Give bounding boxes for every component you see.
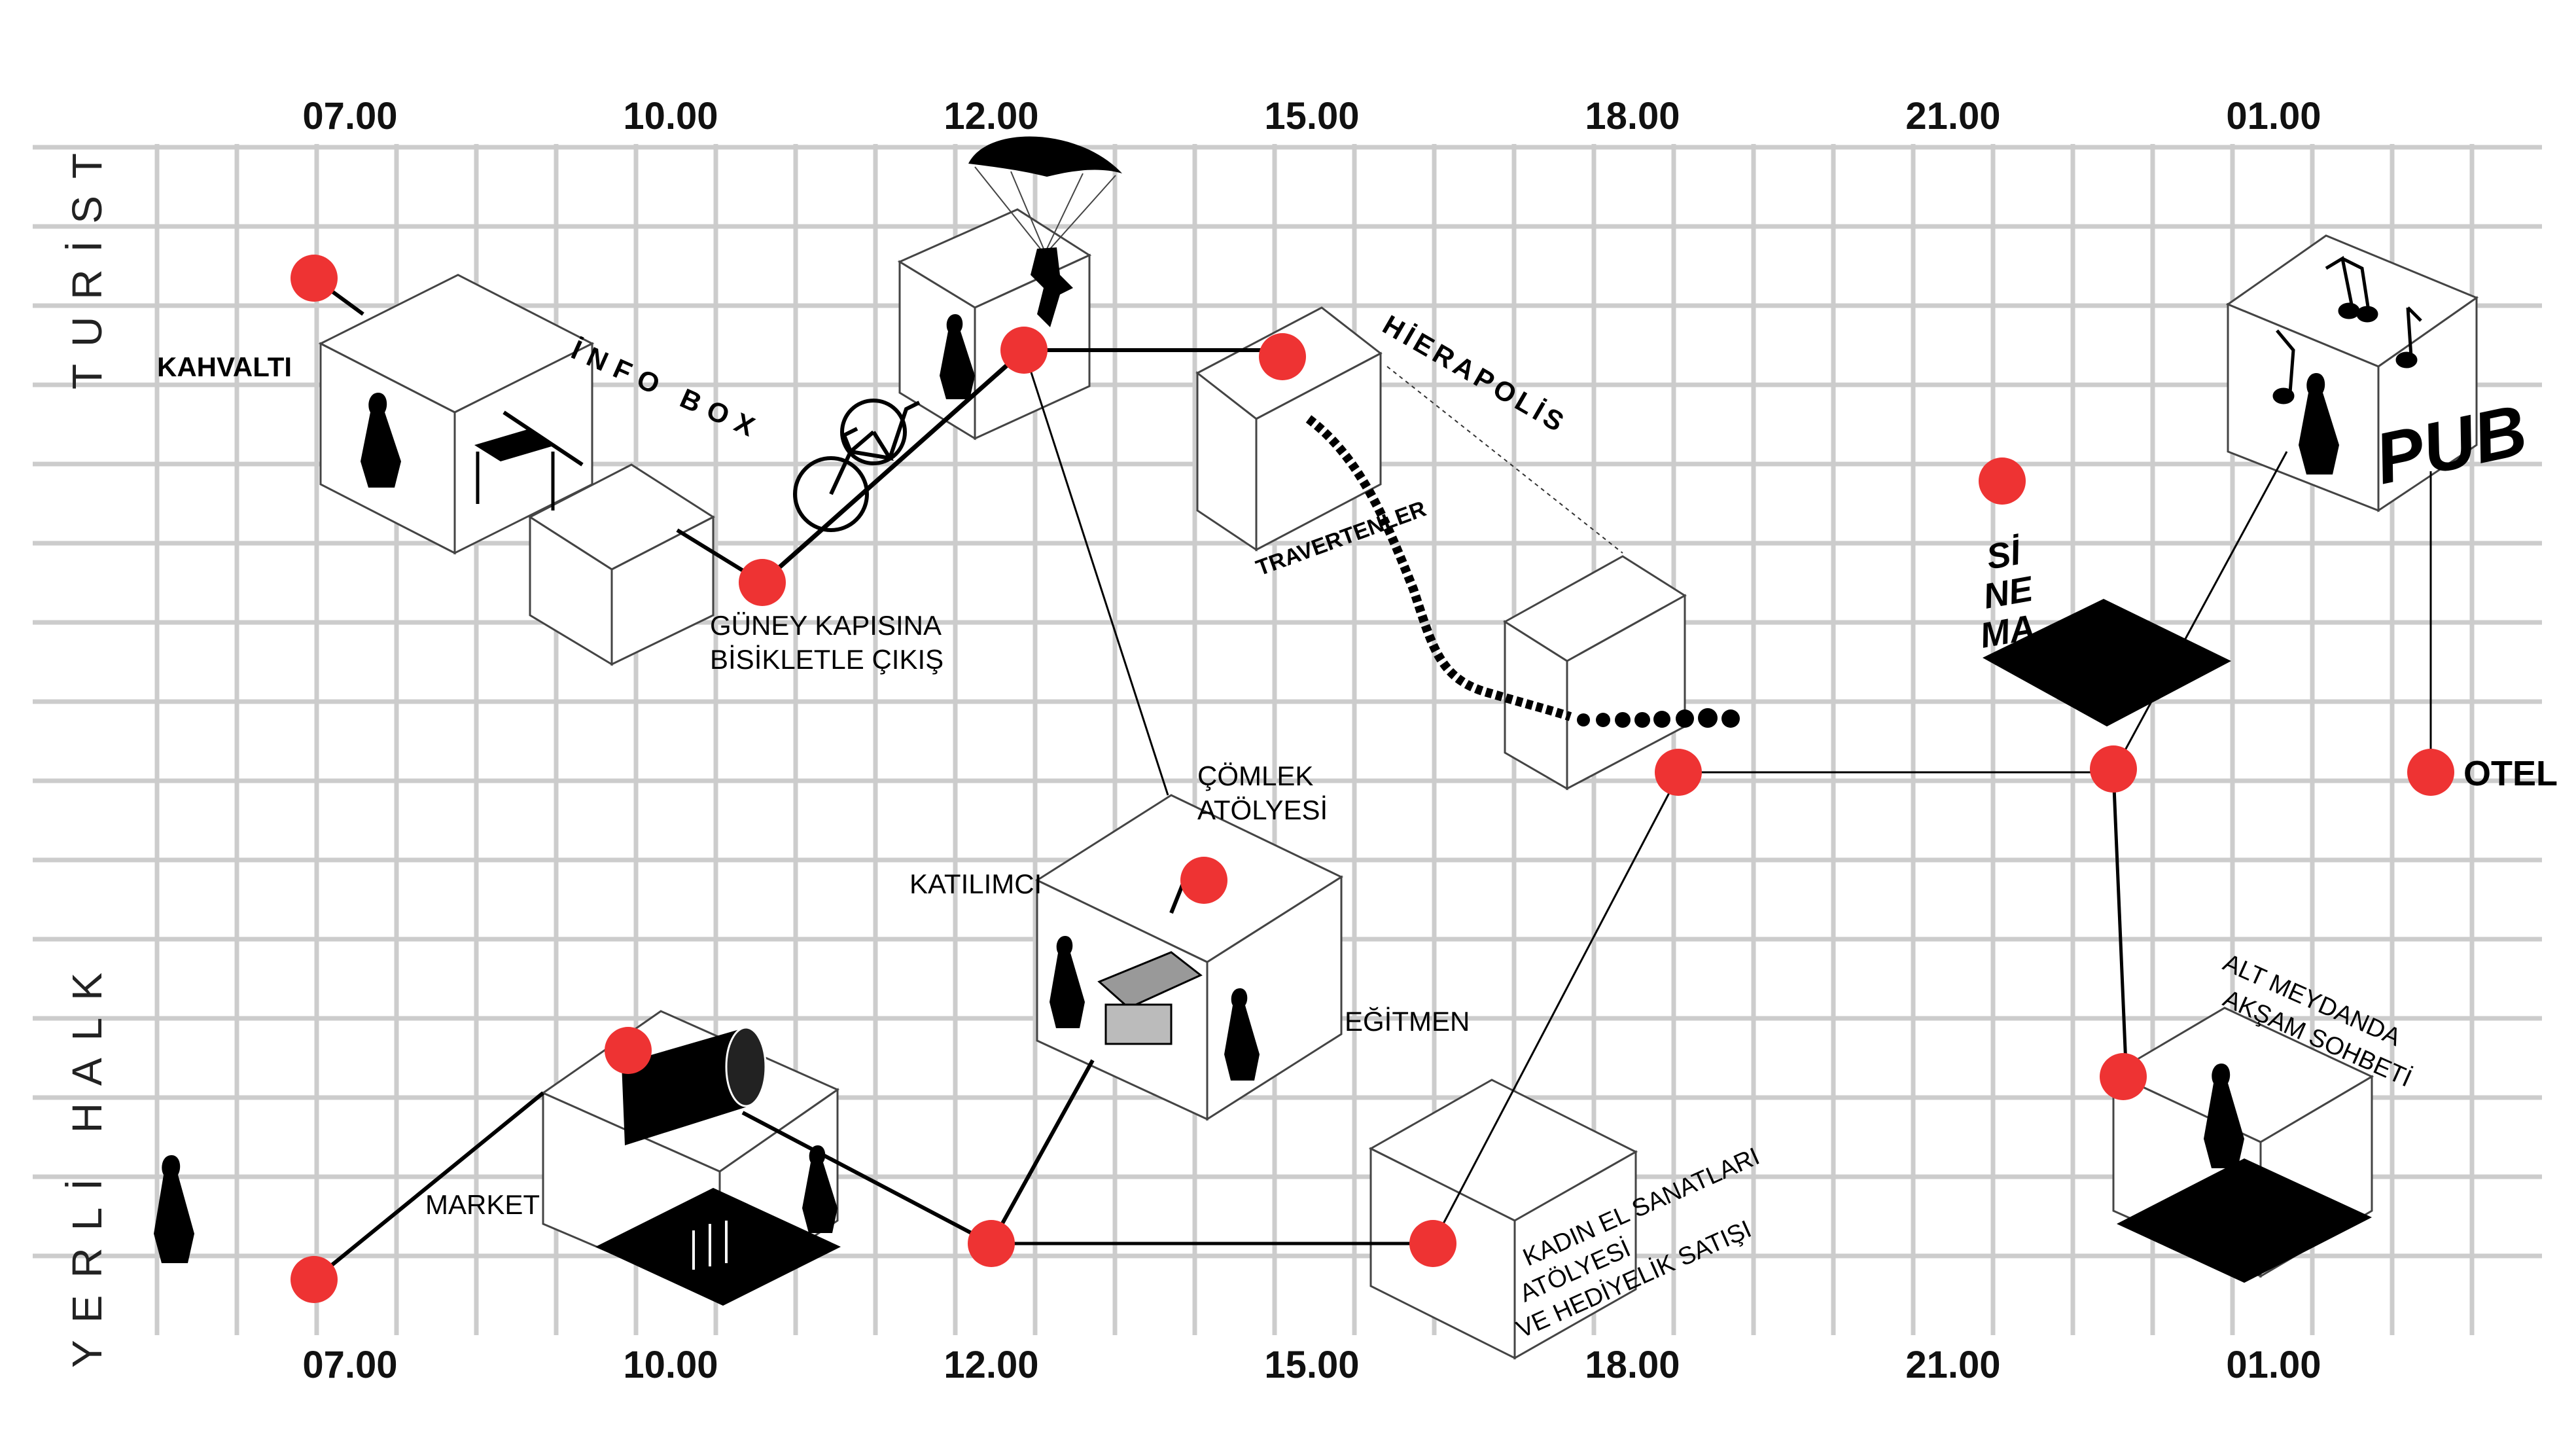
route-lines (313, 276, 2432, 1281)
label-guney-2: BİSİKLETLE ÇIKIŞ (710, 644, 944, 675)
music-note-icon (2272, 256, 2422, 404)
person-icon (940, 314, 975, 399)
market-floor-lines (692, 1221, 728, 1270)
node-kadin (1409, 1220, 1456, 1267)
node-alt-meydan (2100, 1053, 2147, 1100)
node-market (605, 1027, 652, 1074)
person-icons (154, 314, 2339, 1263)
parachute-icon (968, 136, 1122, 327)
row-label-local: YERLİ HALK (63, 956, 111, 1368)
time-label-top: 12.00 (944, 95, 1038, 137)
time-label-bottom: 07.00 (302, 1344, 397, 1386)
node-sinema-low (2090, 745, 2137, 793)
floor-tiles (595, 599, 2372, 1306)
label-guney-1: GÜNEY KAPISINA (710, 610, 942, 641)
label-sinema-2: NE (1981, 569, 2037, 616)
travertine-bead-path (1305, 415, 1740, 728)
kahvalti-cube (318, 274, 595, 555)
person-icon (2299, 373, 2339, 474)
market-floor-tile (595, 1188, 841, 1306)
desk-icon (474, 429, 556, 510)
node-travertenler (1259, 333, 1306, 380)
node-start-local (291, 1256, 338, 1303)
node-comlek (1180, 857, 1227, 904)
label-comlek-2: ATÖLYESİ (1197, 795, 1328, 825)
label-market: MARKET (425, 1189, 540, 1220)
time-label-top: 21.00 (1905, 95, 2000, 137)
node-kahvalti (291, 255, 338, 302)
time-label-top: 18.00 (1585, 95, 1680, 137)
person-icon (1050, 936, 1085, 1028)
label-otel: OTEL (2463, 754, 2558, 793)
time-label-bottom: 15.00 (1264, 1344, 1359, 1386)
time-axis-bottom: 07.00 10.00 12.00 15.00 18.00 21.00 01.0… (302, 1344, 2321, 1386)
row-label-tourist: TURİST (63, 136, 111, 389)
time-label-bottom: 01.00 (2226, 1344, 2321, 1386)
time-label-top: 15.00 (1264, 95, 1359, 137)
time-label-bottom: 18.00 (1585, 1344, 1680, 1386)
pottery-table-icon (1097, 951, 1203, 1045)
person-icon (361, 393, 401, 488)
node-otel (2407, 749, 2454, 796)
person-icon (802, 1145, 838, 1233)
time-label-top: 10.00 (623, 95, 718, 137)
time-label-bottom: 10.00 (623, 1344, 718, 1386)
person-icon (154, 1155, 194, 1263)
label-kahvalti: KAHVALTI (157, 351, 292, 382)
cylinder-icon (622, 1026, 767, 1145)
label-comlek-1: ÇÖMLEK (1197, 761, 1313, 791)
label-sinema-3: MA (1977, 607, 2038, 656)
node-hierapolis (1655, 749, 1702, 796)
person-icon (2204, 1064, 2244, 1168)
time-label-top: 07.00 (302, 95, 397, 137)
node-guney (739, 559, 786, 606)
label-egitmen: EĞİTMEN (1345, 1006, 1470, 1037)
label-hierapolis: HİERAPOLİS (1378, 309, 1573, 439)
nodes (291, 255, 2454, 1303)
time-label-bottom: 21.00 (1905, 1344, 2000, 1386)
info-box-cube (527, 463, 716, 666)
sinema-floor-tile (1983, 599, 2231, 726)
node-local-12 (968, 1220, 1015, 1267)
time-label-top: 01.00 (2226, 95, 2321, 137)
comlek-cube (1034, 794, 1344, 1121)
person-icon (1224, 988, 1260, 1081)
time-label-bottom: 12.00 (944, 1344, 1038, 1386)
hierapolis-dashed-line (1386, 366, 1623, 554)
alt-meydan-floor-tile (2117, 1158, 2372, 1283)
hierapolis-cube (1503, 555, 1687, 791)
label-info-box: İNFO BOX (567, 334, 768, 446)
time-axis-top: 07.00 10.00 12.00 15.00 18.00 21.00 01.0… (302, 95, 2321, 137)
bicycle-icon (793, 399, 921, 532)
node-parachute (1000, 327, 1048, 374)
node-sinema (1979, 457, 2026, 505)
label-katilimci: KATILIMCI (909, 868, 1042, 899)
parachute-cube (897, 208, 1092, 440)
